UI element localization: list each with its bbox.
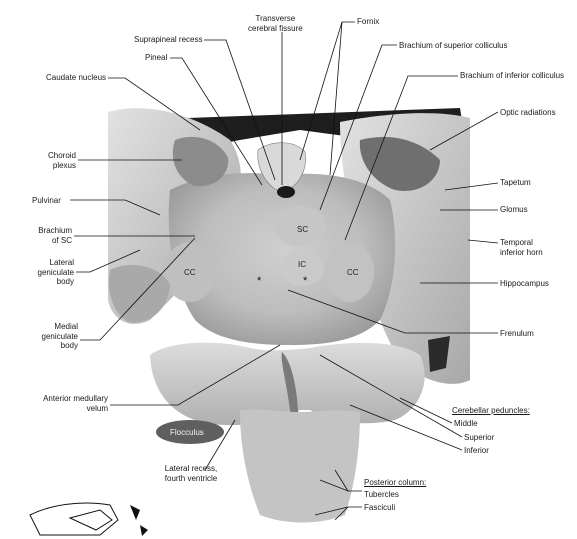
label-tapetum: Tapetum — [500, 178, 531, 187]
label-cerebellar-peduncles: Cerebellar peduncles: — [452, 406, 530, 415]
label-medial-geniculate-body: Medial geniculate body — [41, 322, 78, 350]
label-pulvinar: Pulvinar — [32, 196, 61, 205]
flocculus-tissue — [156, 420, 224, 444]
label-ic: IC — [298, 260, 306, 269]
label-posterior-column: Posterior column: — [364, 478, 427, 487]
lateral-left-chunk — [108, 265, 170, 323]
label-hippocampus: Hippocampus — [500, 279, 549, 288]
label-temporal-inferior-horn: Temporal inferior horn — [500, 238, 543, 257]
choroid-plexus-tissue — [172, 136, 229, 187]
medulla — [240, 409, 360, 523]
label-pineal: Pineal — [145, 53, 168, 62]
label-fornix: Fornix — [357, 17, 380, 26]
label-brachium-of-sc: Brachium of SC — [38, 226, 72, 245]
label-glomus: Glomus — [500, 205, 528, 214]
superior-colliculi — [274, 206, 326, 246]
label-lateral-geniculate-body: Lateral geniculate body — [37, 258, 74, 286]
label-frenulum: Frenulum — [500, 329, 534, 338]
label-flocculus: Flocculus — [170, 428, 204, 437]
label-anterior-medullary-velum: Anterior medullary velum — [43, 394, 108, 413]
asterisk-left: * — [257, 275, 262, 287]
label-brachium-inferior-colliculus: Brachium of inferior colliculus — [460, 71, 565, 80]
label-lateral-recess: Lateral recess, fourth ventricle — [164, 464, 218, 483]
label-caudate-nucleus: Caudate nucleus — [46, 73, 107, 82]
label-tubercles: Tubercles — [364, 490, 399, 499]
label-inferior: Inferior — [464, 446, 489, 455]
right-dark-edge — [428, 336, 450, 372]
label-optic-radiations: Optic radiations — [500, 108, 556, 117]
label-choroid-plexus: Choroid plexus — [47, 151, 76, 170]
label-sc: SC — [297, 225, 309, 234]
label-middle: Middle — [454, 419, 478, 428]
orientation-icon — [29, 502, 148, 536]
brainstem-core — [168, 173, 396, 345]
right-hemisphere — [340, 113, 470, 384]
inferior-colliculi — [280, 250, 324, 286]
label-cc-left: CC — [184, 268, 196, 277]
label-superior: Superior — [464, 433, 495, 442]
label-fasciculi: Fasciculi — [364, 503, 396, 512]
label-transverse-cerebral-fissure: Transverse cerebral fissure — [248, 14, 303, 33]
right-choroid-tissue — [359, 136, 440, 191]
label-brachium-superior-colliculus: Brachium of superior colliculus — [399, 41, 508, 50]
asterisk-right: * — [303, 275, 308, 287]
label-suprapineal-recess: Suprapineal recess — [134, 35, 203, 44]
label-cc-right: CC — [347, 268, 359, 277]
crus-right — [326, 242, 374, 302]
pineal-recess-dark — [277, 186, 295, 198]
